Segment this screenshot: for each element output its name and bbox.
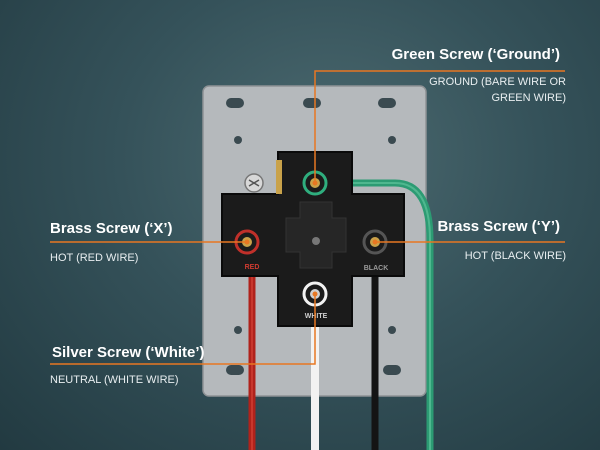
plate-hole: [388, 136, 396, 144]
green-screw-title: Green Screw (‘Ground’): [391, 46, 560, 63]
center-face: [285, 201, 347, 269]
green-screw-description: GROUND (BARE WIRE OR GREEN WIRE): [429, 76, 566, 104]
silver-screw-title: Silver Screw (‘White’): [52, 344, 205, 361]
brass-screw-x-title: Brass Screw (‘X’): [50, 220, 173, 237]
silver-screw-description: NEUTRAL (WHITE WIRE): [50, 374, 179, 386]
plate-slot: [378, 98, 396, 108]
plate-slot: [226, 98, 244, 108]
marking-white: WHITE: [305, 313, 328, 320]
brass-screw-x-description: HOT (RED WIRE): [50, 252, 139, 264]
plate-hole: [234, 136, 242, 144]
plate-hole: [234, 326, 242, 334]
plate-slot: [303, 98, 321, 108]
marking-black: BLACK: [364, 265, 389, 272]
screw-slot-icon: [248, 179, 260, 187]
plate-hole: [388, 326, 396, 334]
brass-screw-y-title: Brass Screw (‘Y’): [437, 218, 560, 235]
callout-line-green: [314, 70, 565, 183]
callout-line-silver: [50, 294, 316, 365]
marking-red: RED: [245, 264, 260, 271]
ground-tab: [276, 160, 282, 194]
plate-slot: [226, 365, 244, 375]
center-rivet-icon: [312, 237, 320, 245]
plate-slot: [383, 365, 401, 375]
brass-screw-y-description: HOT (BLACK WIRE): [464, 250, 566, 262]
